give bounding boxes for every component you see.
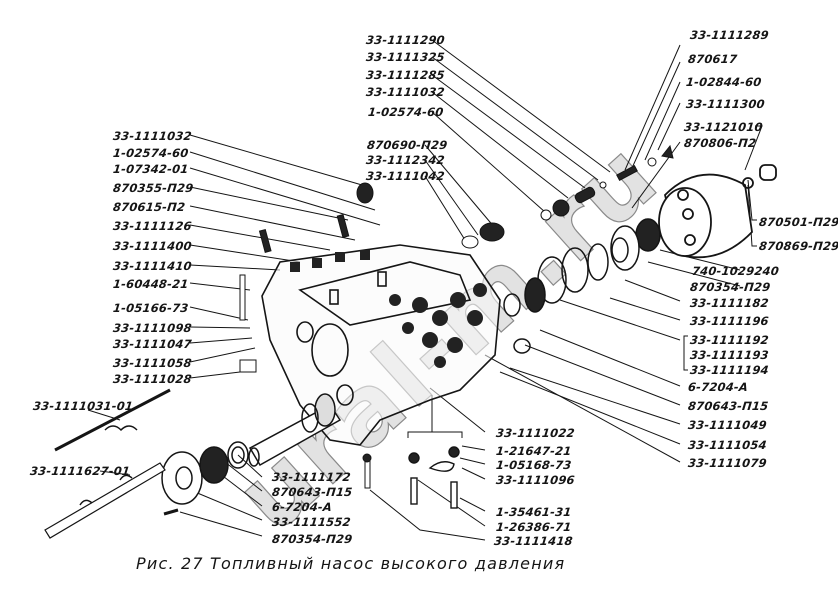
part-label: 1-02844-60 (685, 75, 763, 89)
part-label: 1-05168-73 (495, 458, 573, 472)
part-label: 33-1111400 (112, 239, 193, 253)
part-label: 33-1111126 (112, 219, 193, 233)
figure-caption: Рис. 27 Топливный насос высокого давлени… (136, 554, 566, 573)
part-label: 33-1111042 (365, 169, 446, 183)
part-label: 33-1111289 (689, 28, 770, 42)
part-label: 33-1111290 (365, 33, 446, 47)
part-label: 6-7204-А (687, 380, 749, 394)
part-label: 870869-П29 (758, 239, 838, 253)
part-label: 6-7204-А (271, 500, 333, 514)
part-label: 870617 (687, 52, 738, 66)
part-label: 33-1111098 (112, 321, 193, 335)
part-label: 33-1111192 (689, 333, 770, 347)
part-label: 33-1112342 (365, 153, 446, 167)
part-label: 870806-П2 (683, 136, 757, 150)
leader-lines-left (189, 134, 381, 379)
studs (408, 446, 460, 509)
part-label: 33-1111047 (112, 337, 193, 351)
part-label: 33-1111300 (685, 97, 766, 111)
camshaft (248, 393, 342, 467)
part-label: 33-1111096 (495, 473, 576, 487)
part-label: 1-26386-71 (495, 520, 573, 534)
part-label: 870354-П29 (271, 532, 354, 546)
part-label: 870615-П2 (112, 200, 186, 214)
part-label: 33-1111172 (271, 470, 352, 484)
part-label: 33-1111032 (112, 129, 193, 143)
leader-lines-top-center (424, 39, 611, 241)
part-label: 33-1111182 (689, 296, 770, 310)
part-label: 33-1111194 (689, 363, 770, 377)
part-label: 33-1111049 (687, 418, 768, 432)
racks (44, 388, 171, 539)
part-label: 870643-П15 (271, 485, 354, 499)
part-label: 33-1111032 (365, 85, 446, 99)
governor-cover (658, 164, 777, 259)
coupling-flange (161, 441, 249, 516)
part-label: 870354-П29 (689, 280, 772, 294)
part-label: 1-02574-60 (112, 146, 190, 160)
part-label: 33-1111418 (493, 534, 574, 548)
part-label: 1-05166-73 (112, 301, 190, 315)
governor-parts (503, 218, 661, 354)
part-label: 1-21647-21 (495, 444, 573, 458)
part-label: 33-1111058 (112, 356, 193, 370)
part-label: 740-1029240 (691, 264, 780, 278)
part-label: 1-02574-60 (367, 105, 445, 119)
leader-lines-right (484, 179, 757, 463)
part-label: 870690-П29 (366, 138, 449, 152)
part-label: 33-1111031-01 (32, 399, 134, 413)
part-label: 33-1111022 (495, 426, 576, 440)
part-label: 870643-П15 (687, 399, 770, 413)
valve-parts (239, 144, 674, 489)
part-label: 870501-П29 (758, 215, 838, 229)
part-label: 33-1111193 (689, 348, 770, 362)
part-label: 33-1111196 (689, 314, 770, 328)
part-label: 33-1111028 (112, 372, 193, 386)
part-label: 33-1111325 (365, 50, 446, 64)
part-label: 33-1111552 (271, 515, 352, 529)
part-label: 33-1111410 (112, 259, 193, 273)
part-label: 870355-П29 (112, 181, 195, 195)
part-label: 33-1121010 (683, 120, 764, 134)
part-label: 33-1111285 (365, 68, 446, 82)
part-label: 33-1111054 (687, 438, 768, 452)
part-label: 1-35461-31 (495, 505, 573, 519)
part-label: 33-1111079 (687, 456, 768, 470)
part-label: 33-1111627-01 (29, 464, 131, 478)
part-label: 1-60448-21 (112, 277, 190, 291)
part-label: 1-07342-01 (112, 162, 190, 176)
